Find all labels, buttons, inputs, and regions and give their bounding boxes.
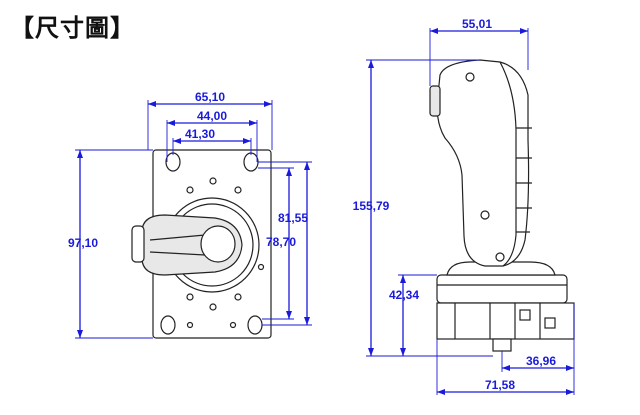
small-hole xyxy=(209,177,217,185)
connector xyxy=(492,338,512,352)
dim-front-width-overall: 65,10 xyxy=(195,90,225,104)
dim-side-base-width-inner: 36,96 xyxy=(526,354,556,368)
handle-knob xyxy=(200,225,236,263)
base-upper xyxy=(436,274,568,304)
dim-front-hole-spacing-inner: 41,30 xyxy=(185,127,215,141)
trigger xyxy=(429,85,441,117)
dim-side-base-width-outer: 71,58 xyxy=(485,378,515,392)
dim-front-height-holes-inner: 78,70 xyxy=(266,235,296,249)
joystick-handle xyxy=(436,59,530,267)
dim-side-base-height: 42,34 xyxy=(389,288,419,302)
base-lower xyxy=(436,302,575,340)
corner-hole-bottom-left xyxy=(160,315,176,335)
page-title: 【尺寸圖】 xyxy=(10,14,135,42)
small-hole xyxy=(209,303,217,311)
side-view-part xyxy=(429,59,575,352)
handle-hole-top xyxy=(465,72,475,82)
small-hole xyxy=(257,263,265,271)
dim-front-hole-spacing-outer: 44,00 xyxy=(197,109,227,123)
trigger-button xyxy=(131,225,145,263)
front-view-part xyxy=(131,149,272,339)
handle-hole-mid xyxy=(480,210,490,220)
dim-side-handle-width: 55,01 xyxy=(462,17,492,31)
handle-grip-lines xyxy=(149,234,206,256)
handle-spine xyxy=(499,61,517,267)
front-view-dimensions: 65,10 44,00 41,30 97,10 81,55 xyxy=(68,90,312,339)
small-hole xyxy=(234,293,242,301)
dim-front-height-overall: 97,10 xyxy=(68,236,98,250)
dim-front-height-holes-outer: 81,55 xyxy=(278,211,308,225)
small-hole xyxy=(229,321,237,329)
small-hole xyxy=(234,186,242,194)
small-hole xyxy=(186,186,194,194)
small-hole xyxy=(186,293,194,301)
handle-hole-bottom xyxy=(495,252,505,262)
dim-side-total-height: 155,79 xyxy=(353,199,390,213)
small-hole xyxy=(186,321,194,329)
grip-ribs xyxy=(516,127,532,233)
side-view-dimensions: 55,01 155,79 42,34 36,96 71,58 xyxy=(353,17,575,395)
boot xyxy=(446,261,556,276)
